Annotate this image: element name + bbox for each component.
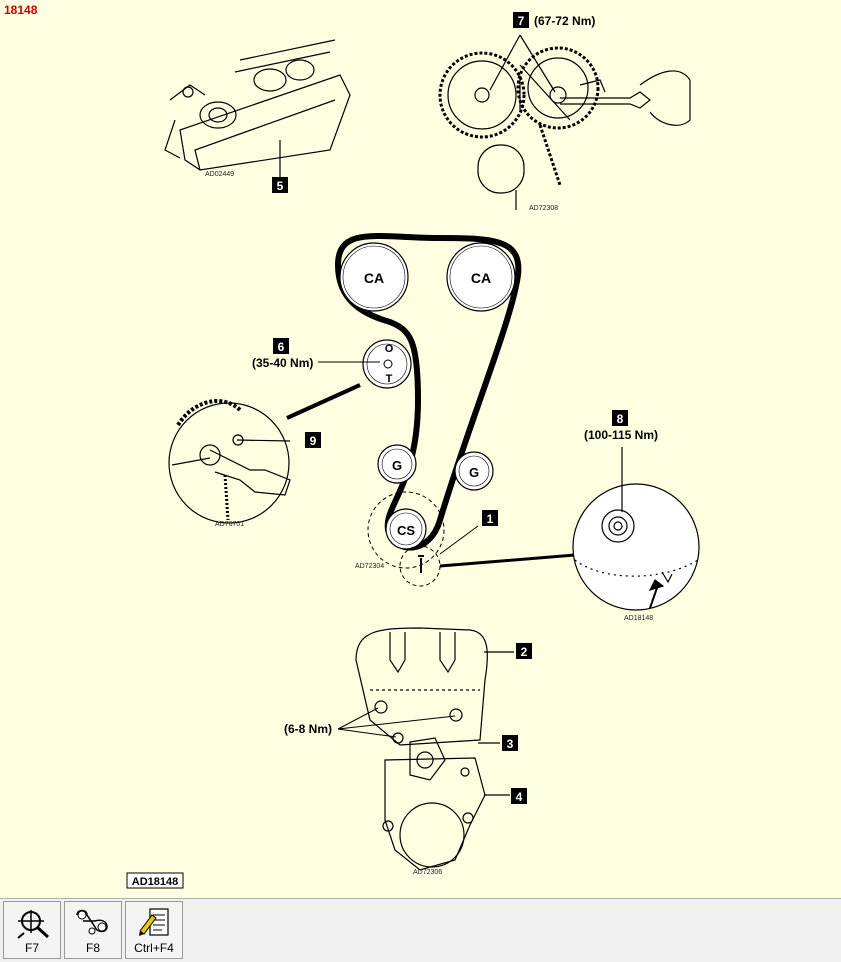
figure-reference: AD18148 <box>126 872 184 889</box>
camshaft-pulley-right: CA <box>446 242 516 312</box>
torque-7: (67-72 Nm) <box>534 14 595 28</box>
diagram-button[interactable]: F8 <box>64 901 122 959</box>
camshaft-pulley-left: CA <box>339 242 409 312</box>
svg-text:1: 1 <box>487 512 494 526</box>
camshaft-assembly-view <box>164 39 351 178</box>
f7-label: F7 <box>24 941 39 955</box>
image-code-cover: AD72306 <box>413 869 442 876</box>
belt-diagram-icon <box>76 909 108 935</box>
callout-8: 8 <box>612 410 628 426</box>
svg-text:CA: CA <box>364 270 384 286</box>
image-code-tensioner: AD76701 <box>215 521 244 528</box>
svg-text:4: 4 <box>516 790 523 804</box>
timing-cover-view <box>355 627 514 871</box>
bottom-toolbar: F7 F8 Ctrl+F4 <box>0 898 841 962</box>
svg-text:G: G <box>469 465 479 480</box>
crankshaft-pulley: CS <box>367 491 576 587</box>
timing-belt <box>334 233 522 551</box>
callout-5: 5 <box>272 177 288 193</box>
svg-text:CA: CA <box>471 270 491 286</box>
image-code-belt: AD72304 <box>355 563 384 570</box>
torque-8: (100-115 Nm) <box>584 428 658 442</box>
svg-text:AD18148: AD18148 <box>132 876 178 888</box>
zoom-button[interactable]: F7 <box>3 901 61 959</box>
svg-text:9: 9 <box>310 434 317 448</box>
svg-text:8: 8 <box>617 412 624 426</box>
document-pencil-icon <box>139 908 169 936</box>
callout-1: 1 <box>482 510 498 526</box>
svg-text:5: 5 <box>277 179 284 193</box>
svg-text:7: 7 <box>518 14 525 28</box>
callout-9: 9 <box>305 432 321 448</box>
svg-text:6: 6 <box>278 340 285 354</box>
zoom-magnifier-icon <box>17 910 50 939</box>
torque-6: (35-40 Nm) <box>252 356 313 370</box>
svg-text:CS: CS <box>397 523 415 538</box>
svg-text:2: 2 <box>521 645 528 659</box>
callout-6: 6 <box>273 338 289 354</box>
svg-text:T: T <box>386 373 393 385</box>
timing-belt-diagram: AD02449 5 AD72308 7 (67-72 Nm) CA <box>126 12 700 889</box>
cam-sprocket-view <box>438 34 691 210</box>
image-code-crank: AD18148 <box>624 615 653 622</box>
image-code-camshaft: AD02449 <box>205 171 234 178</box>
callout-4: 4 <box>511 788 527 804</box>
callout-3: 3 <box>502 735 518 751</box>
document-id: 18148 <box>4 3 38 17</box>
tensioner-detail-view <box>168 383 361 524</box>
ctrlf4-label: Ctrl+F4 <box>134 941 174 955</box>
svg-text:3: 3 <box>507 737 514 751</box>
f8-label: F8 <box>85 941 100 955</box>
svg-text:G: G <box>392 458 402 473</box>
crank-pulley-detail-view <box>572 447 700 611</box>
guide-pulley-left: G <box>377 444 417 484</box>
callout-2: 2 <box>516 643 532 659</box>
torque-cover: (6-8 Nm) <box>284 722 332 736</box>
notes-button[interactable]: Ctrl+F4 <box>125 901 183 959</box>
callout-7: 7 <box>513 12 529 28</box>
guide-pulley-right: G <box>454 451 494 491</box>
svg-text:O: O <box>385 343 394 355</box>
tensioner-pulley: O T <box>362 339 412 389</box>
image-code-sprocket: AD72308 <box>529 205 558 212</box>
